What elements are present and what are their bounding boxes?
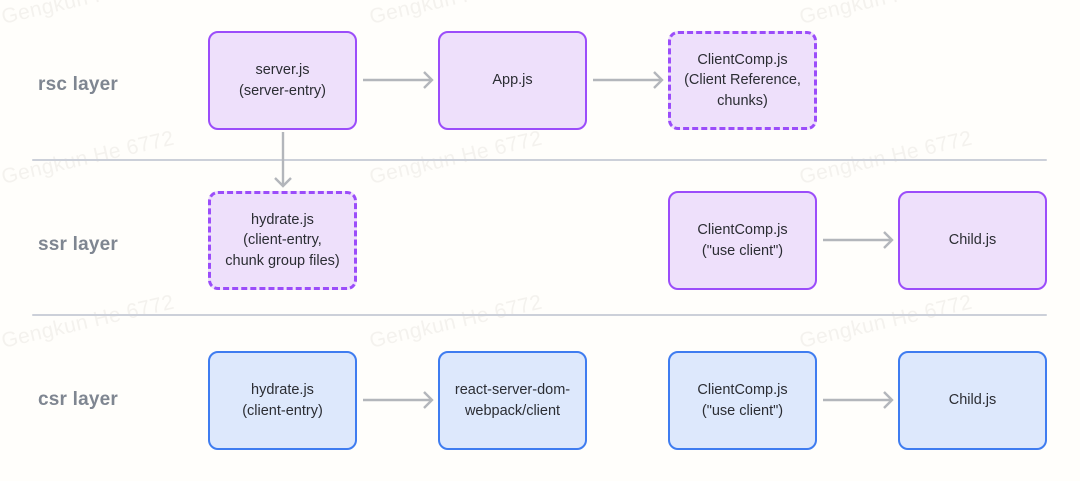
node-hydrate-js-csr[interactable]: hydrate.js (client-entry) <box>208 351 357 450</box>
node-child-js-ssr[interactable]: Child.js <box>898 191 1047 290</box>
watermark-text: Gengkun He 6772 <box>797 0 974 30</box>
node-label: Child.js <box>948 232 997 249</box>
watermark-text: Gengkun He 6772 <box>797 290 975 353</box>
watermark-text: Gengkun He 6772 <box>0 0 177 30</box>
arrow-hydrate-to-rsdw-csr <box>363 391 434 409</box>
node-label: ClientComp.js ("use client") <box>697 381 788 419</box>
arrow-app-to-clientref <box>593 71 664 89</box>
node-label: hydrate.js (client-entry) <box>242 381 323 419</box>
node-clientcomp-use-client-ssr[interactable]: ClientComp.js ("use client") <box>668 191 817 290</box>
watermark-text: Gengkun He 6772 <box>367 0 544 30</box>
layer-label-csr: csr layer <box>38 389 118 410</box>
node-child-js-csr[interactable]: Child.js <box>898 351 1047 450</box>
layer-label-rsc: rsc layer <box>38 74 118 95</box>
node-label: ClientComp.js (Client Reference, chunks) <box>684 51 801 109</box>
arrow-server-to-hydrate <box>274 132 292 188</box>
watermark-text: Gengkun He 6772 <box>367 290 545 353</box>
node-clientcomp-client-reference[interactable]: ClientComp.js (Client Reference, chunks) <box>668 31 817 130</box>
node-label: react-server-dom- webpack/client <box>454 381 571 419</box>
node-app-js[interactable]: App.js <box>438 31 587 130</box>
node-clientcomp-use-client-csr[interactable]: ClientComp.js ("use client") <box>668 351 817 450</box>
layer-divider <box>32 314 1047 316</box>
node-server-js[interactable]: server.js (server-entry) <box>208 31 357 130</box>
node-label: App.js <box>492 72 533 89</box>
node-label: server.js (server-entry) <box>238 61 326 99</box>
node-react-server-dom-webpack-client[interactable]: react-server-dom- webpack/client <box>438 351 587 450</box>
layer-divider <box>32 159 1047 161</box>
arrow-server-to-app <box>363 71 434 89</box>
node-hydrate-js-ssr[interactable]: hydrate.js (client-entry, chunk group fi… <box>208 191 357 290</box>
node-label: ClientComp.js ("use client") <box>697 221 788 259</box>
arrow-clientcomp-to-child-ssr <box>823 231 894 249</box>
node-label: Child.js <box>948 392 997 409</box>
watermark-text: Gengkun He 6772 <box>0 290 177 353</box>
layer-label-ssr: ssr layer <box>38 234 118 255</box>
arrow-clientcomp-to-child-csr <box>823 391 894 409</box>
node-label: hydrate.js (client-entry, chunk group fi… <box>225 211 340 269</box>
